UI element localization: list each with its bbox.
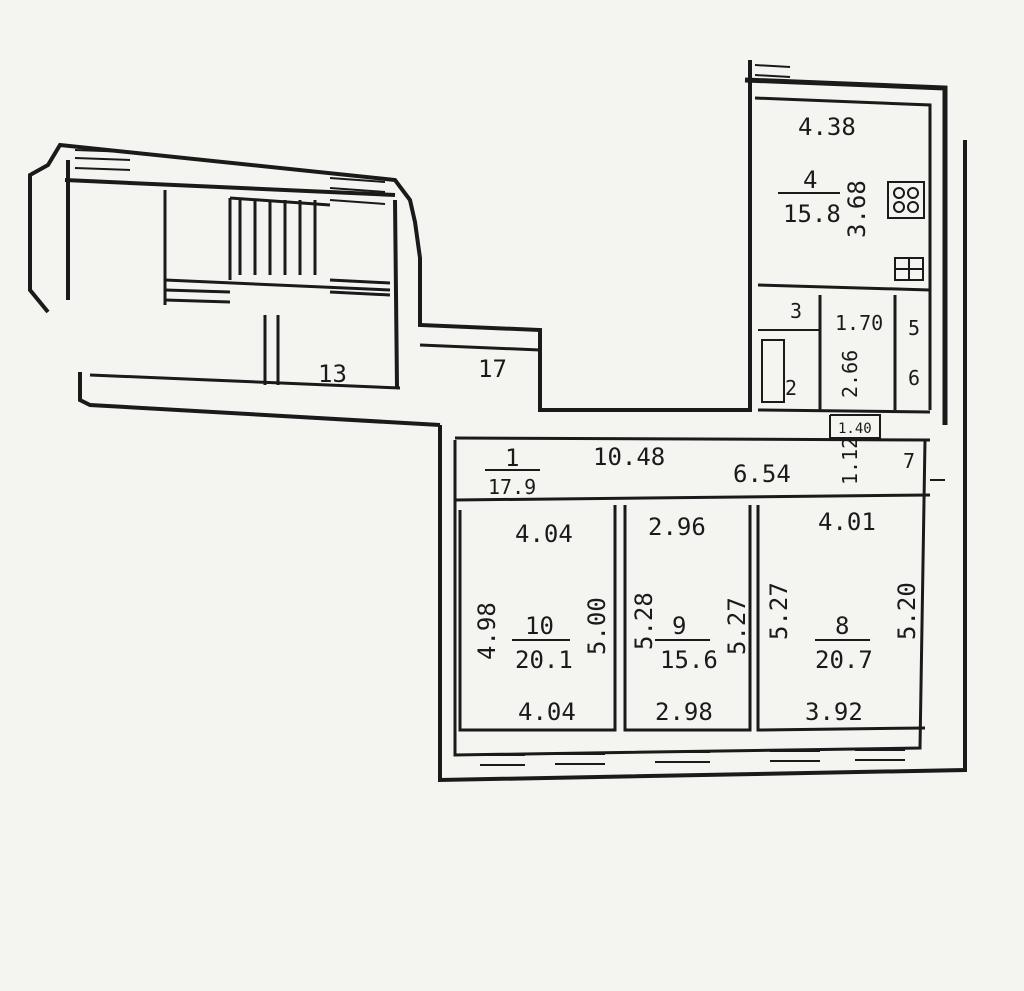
sink-icon [894,257,924,281]
dim-bath-width: 1.70 [835,311,883,335]
bathtub-icon [761,339,785,403]
dim-room10-right: 5.00 [583,597,611,655]
windows [74,64,945,766]
room-2-number: 2 [785,376,797,400]
dim-kitchen-depth: 3.68 [843,180,871,238]
room-4-number: 4 [803,166,817,194]
dim-bath-depth: 2.66 [838,350,862,398]
room-5-number: 5 [908,316,920,340]
stair-label: 13 [318,360,347,388]
room-1-number: 1 [505,444,519,472]
room-9-area: 15.6 [660,646,718,674]
dim-room9-top: 2.96 [648,513,706,541]
dim-room9-left: 5.28 [630,592,658,650]
dim-room10-left: 4.98 [473,602,501,660]
stove-icon [887,181,925,219]
room-1-area: 17.9 [488,475,536,499]
dim-room8-left: 5.27 [765,582,793,640]
room-10-number: 10 [525,612,554,640]
dim-room9-bottom: 2.98 [655,698,713,726]
walls [28,60,967,783]
stair-treads [164,196,391,385]
room-9-number: 9 [672,612,686,640]
dim-room10-bottom: 4.04 [518,698,576,726]
room-3-number: 3 [790,299,802,323]
room-10-area: 20.1 [515,646,573,674]
room-8-area: 20.7 [815,646,873,674]
dim-kitchen-width: 4.38 [798,113,856,141]
room-4-area: 15.8 [783,200,841,228]
room-7-number: 7 [903,449,915,473]
dim-passage-width: 1.40 [838,421,872,437]
dim-pantry-width: 1.12 [838,437,862,485]
fraction-lines [485,192,870,641]
dim-corridor-length: 6.54 [733,460,791,488]
dim-room9-right: 5.27 [723,597,751,655]
dim-room8-right: 5.20 [893,582,921,640]
dim-room10-top: 4.04 [515,520,573,548]
corridor-label: 17 [478,355,507,383]
dim-hall-length: 10.48 [593,443,665,471]
room-6-number: 6 [908,366,920,390]
dim-room8-bottom: 3.92 [805,698,863,726]
dim-room8-top: 4.01 [818,508,876,536]
room-8-number: 8 [835,612,849,640]
